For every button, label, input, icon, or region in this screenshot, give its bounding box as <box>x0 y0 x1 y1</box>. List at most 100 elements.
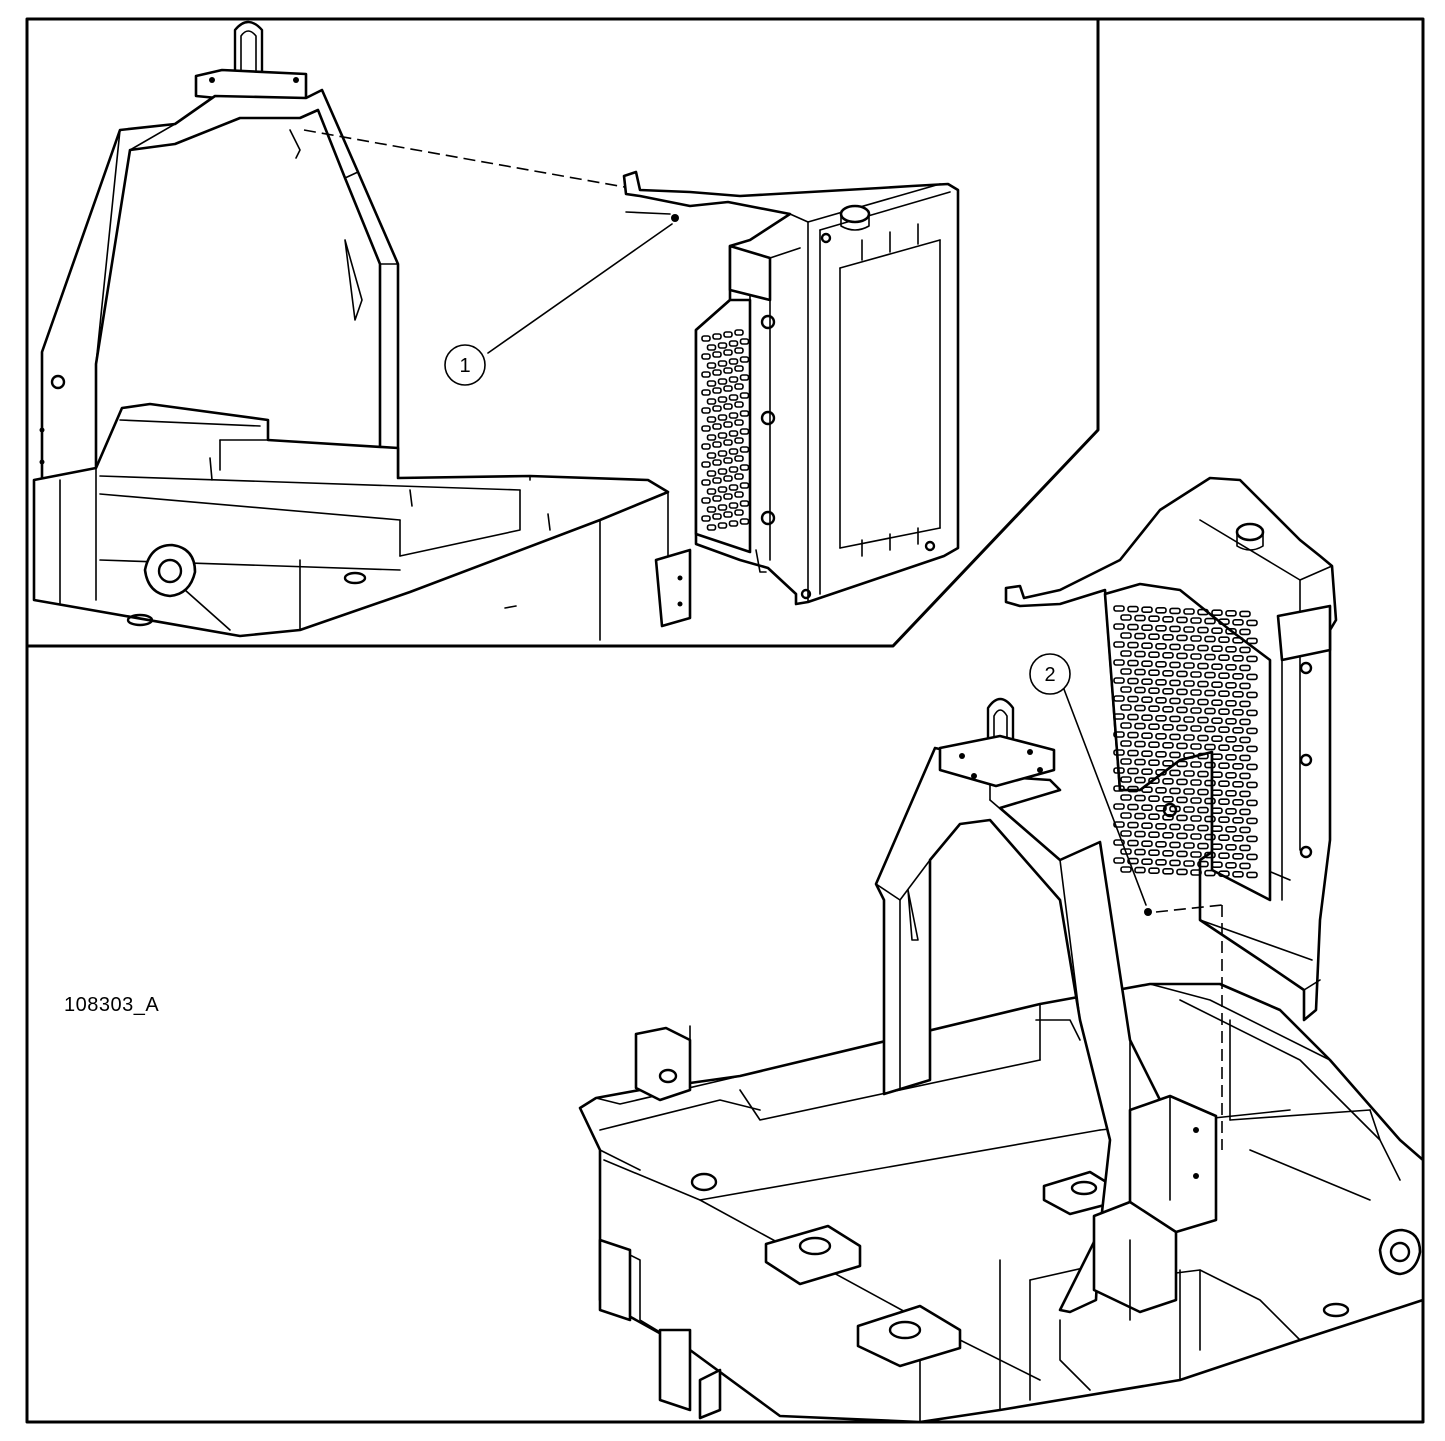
perforation-slot <box>1211 717 1223 725</box>
perforation-slot <box>706 398 717 405</box>
perforation-slot <box>1197 608 1209 616</box>
perforation-slot <box>1148 777 1160 785</box>
perforation-slot <box>723 475 733 482</box>
perforation-slot <box>728 430 739 437</box>
perforation-slot <box>1141 714 1153 722</box>
callout-1: 1 <box>444 344 486 386</box>
perforation-slot <box>1183 842 1195 849</box>
perforation-slot <box>728 358 739 365</box>
perforation-slot <box>1141 660 1153 668</box>
perforation-slot <box>728 376 739 383</box>
perforation-slot <box>1134 722 1146 730</box>
perforation-slot <box>1148 813 1160 821</box>
perforation-slot <box>1232 780 1244 788</box>
perforation-slot <box>1232 762 1244 770</box>
perforation-slot <box>1197 734 1209 742</box>
perforation-slot <box>739 446 750 453</box>
perforation-slot <box>712 441 722 448</box>
perforation-slot <box>734 419 744 426</box>
perforation-slot <box>1169 625 1181 633</box>
perforation-slot <box>1190 707 1202 714</box>
perforation-slot <box>1169 679 1181 687</box>
perforation-slot <box>1113 767 1125 774</box>
perforation-slot <box>1190 689 1202 696</box>
perforation-slot <box>706 434 717 441</box>
perforation-slot <box>1239 664 1251 672</box>
perforation-slot <box>1176 742 1188 750</box>
perforation-slot <box>1169 841 1181 849</box>
perforation-slot <box>1120 866 1132 873</box>
lifting-eye-icon <box>194 20 308 106</box>
perforation-slot <box>1120 686 1132 693</box>
perforation-slot <box>734 329 744 336</box>
perforation-slot <box>723 493 733 500</box>
perforation-slot <box>1113 731 1125 738</box>
perforation-slot <box>1239 610 1251 618</box>
perforation-slot <box>1148 615 1160 623</box>
perforation-slot <box>1190 851 1202 858</box>
perforation-slot <box>1155 642 1167 650</box>
perforation-slot <box>1162 669 1174 677</box>
perforation-slot <box>701 407 711 414</box>
perforation-slot <box>1134 758 1146 766</box>
outer-frame <box>25 17 1425 1424</box>
perforation-slot <box>1113 857 1125 864</box>
perforation-slot <box>1204 707 1216 715</box>
perforation-slot <box>1176 670 1188 678</box>
perforation-slot <box>1197 662 1209 670</box>
perforation-slot <box>728 394 739 401</box>
perforation-slot <box>1155 750 1167 758</box>
perforation-slot <box>723 439 733 446</box>
perforation-slot <box>706 470 717 477</box>
perforation-slot <box>723 331 733 338</box>
perforation-slot <box>1162 723 1174 731</box>
perforation-slot <box>1218 726 1230 734</box>
perforation-slot <box>712 477 722 484</box>
perforation-slot <box>706 380 717 387</box>
perforation-slot <box>739 482 750 489</box>
perforation-slot <box>717 414 728 421</box>
perforation-slot <box>1155 606 1167 614</box>
perforation-slot <box>728 412 739 419</box>
perforation-slot <box>1113 641 1125 648</box>
perforation-slot <box>717 396 728 403</box>
perforation-slot <box>1183 806 1195 813</box>
perforation-slot <box>1232 852 1244 860</box>
perforation-slot <box>1120 722 1132 729</box>
perforation-slot <box>1134 740 1146 748</box>
perforation-slot <box>701 461 711 468</box>
perforation-slot <box>1211 681 1223 689</box>
perforation-slot <box>1218 816 1230 824</box>
perforation-slot <box>739 428 750 435</box>
perforation-slot <box>1162 615 1174 623</box>
perforation-slot <box>1183 626 1195 633</box>
perforation-slot <box>717 360 728 367</box>
perforation-slot <box>1190 779 1202 786</box>
perforation-slot <box>1190 653 1202 660</box>
perforation-slot <box>728 484 739 491</box>
perforation-slot <box>1120 614 1132 621</box>
perforation-slot <box>723 421 733 428</box>
perforation-slot <box>712 351 722 358</box>
perforation-slot <box>734 473 744 480</box>
perforation-slot <box>1134 848 1146 856</box>
main-a-frame <box>874 746 1218 1321</box>
perforation-slot <box>701 515 711 522</box>
perforation-slot <box>1169 715 1181 723</box>
perforation-slot <box>1141 840 1153 848</box>
perforation-slot <box>1246 619 1258 627</box>
perforation-slot <box>1169 733 1181 741</box>
perforation-slot <box>1218 762 1230 770</box>
perforation-slot <box>1239 826 1251 834</box>
perforation-slot <box>1246 691 1258 699</box>
perforation-slot <box>1183 860 1195 867</box>
perforation-slot <box>1155 858 1167 866</box>
main-alignment-line-2 <box>1155 904 1223 913</box>
perforation-slot <box>723 403 733 410</box>
perforation-slot <box>1246 871 1258 879</box>
perforation-slot <box>1113 623 1125 630</box>
perforation-slot <box>701 479 711 486</box>
perforation-slot <box>1190 743 1202 750</box>
perforation-slot <box>717 522 728 529</box>
perforation-slot <box>1211 663 1223 671</box>
